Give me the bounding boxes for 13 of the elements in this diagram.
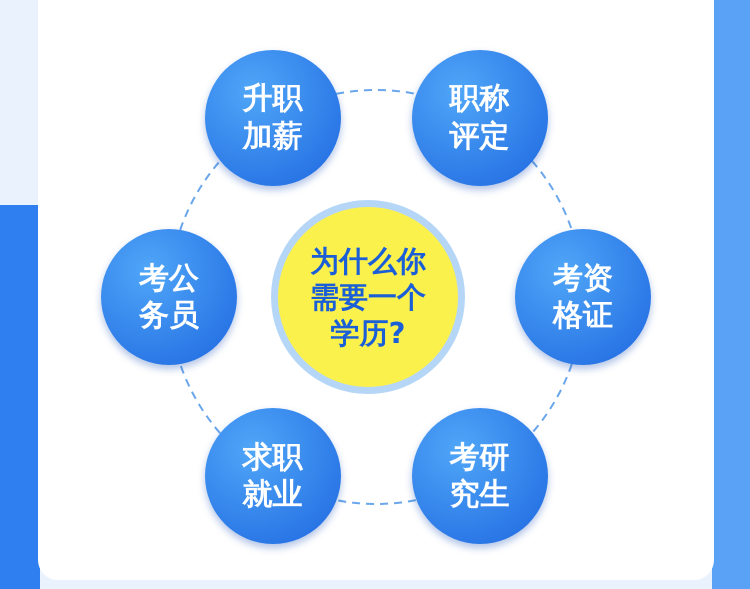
circle-label: 考资格证 [551,260,614,334]
connector-arc [336,499,416,505]
circle-label: 职称评定 [448,80,510,156]
circle-label: 考研究生 [448,438,510,514]
circle-label: 为什么你需要一个学历? [309,242,427,352]
connector-arc [336,89,416,95]
connector-arc [531,160,573,230]
connector-arc [179,160,221,230]
circle-label: 求职就业 [240,438,304,514]
circle-label: 升职加薪 [241,80,304,156]
circle-label: 考公务员 [138,260,200,334]
connector-arc [531,364,573,434]
connector-arc [179,364,221,434]
